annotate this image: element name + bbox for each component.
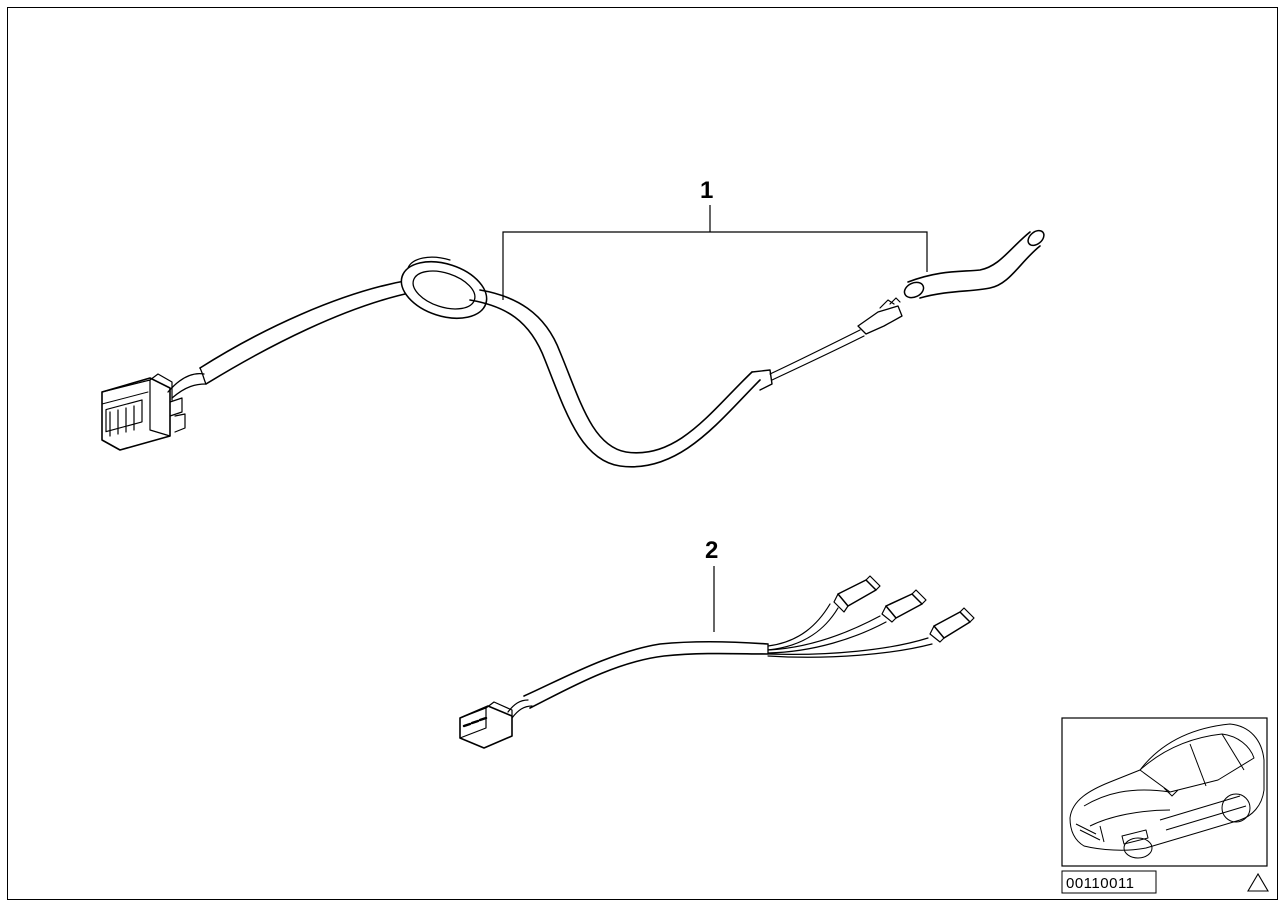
wiring-harness-2[interactable] (459, 575, 975, 749)
reference-number: 00110011 (1066, 875, 1135, 892)
harness-2-terminal-a (833, 575, 881, 613)
reference-number-box: 00110011 (1061, 870, 1157, 894)
triangle-icon (1247, 872, 1269, 892)
harness-1-grommet (400, 256, 488, 320)
harness-1-terminal (857, 297, 903, 335)
harness-2-terminal-c (929, 607, 975, 643)
car-sedan-icon (1069, 723, 1265, 859)
harness-2-terminal-b (881, 589, 927, 623)
harness-1-connector (101, 373, 186, 451)
callout-2: 2 (705, 537, 718, 632)
callout-1: 1 (502, 177, 928, 300)
car-thumbnail (1061, 717, 1268, 867)
callout-2-label: 2 (705, 537, 718, 564)
callout-1-label: 1 (700, 177, 713, 204)
wiring-harness-1[interactable] (101, 228, 1047, 468)
harness-2-connector (459, 701, 513, 749)
diagram-frame (7, 7, 1278, 900)
harness-1-hose (903, 229, 1045, 299)
